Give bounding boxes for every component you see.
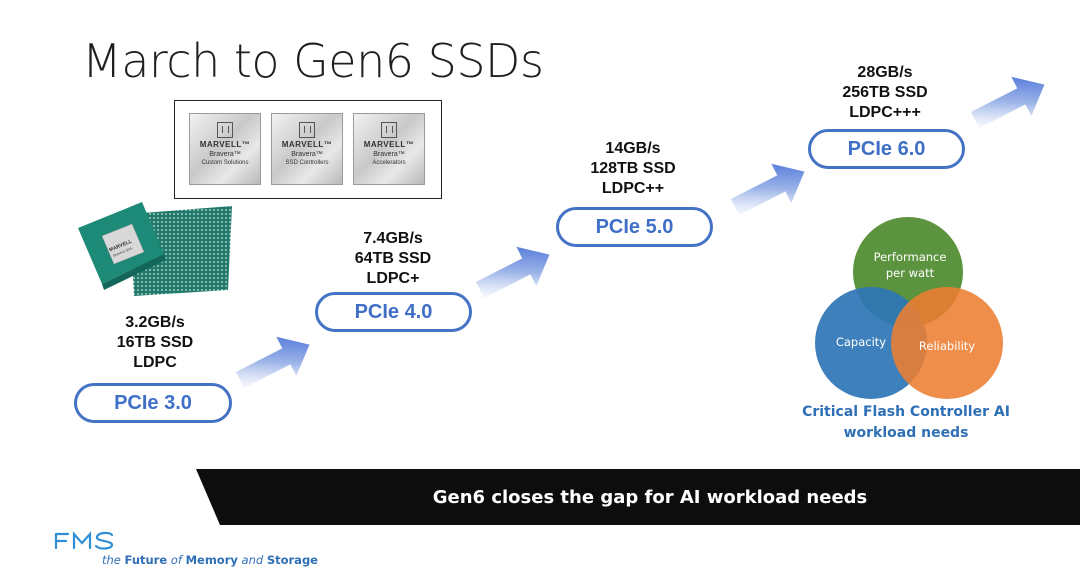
tag-future: Future xyxy=(124,553,168,567)
chip-line: SSD Controllers xyxy=(285,160,329,166)
fms-logo-icon xyxy=(54,531,114,550)
venn-label-performance: Performance per watt xyxy=(873,250,947,280)
marvell-logo-icon xyxy=(217,122,233,138)
gen6-capacity: 256TB SSD xyxy=(842,84,928,101)
chip-ssd-controllers: MARVELL™ Bravera™ SSD Controllers xyxy=(271,113,343,185)
gen5-ecc: LDPC++ xyxy=(601,180,665,197)
gen5-speed: 14GB/s xyxy=(605,140,661,157)
venn-caption-line2: workload needs xyxy=(843,425,969,441)
chip-brand: MARVELL™ xyxy=(363,140,415,149)
chip-product: Bravera™ xyxy=(209,151,241,158)
arrow-3 xyxy=(730,163,805,216)
gen6-specs: 28GB/s 256TB SSD LDPC+++ xyxy=(810,63,960,123)
chip-accelerators: MARVELL™ Bravera™ Accelerators xyxy=(353,113,425,185)
package-product-text: Bravera SC5 xyxy=(113,246,133,257)
gen3-speed: 3.2GB/s xyxy=(125,314,185,331)
chip-line: Custom Solutions xyxy=(201,160,249,166)
gen6-ecc: LDPC+++ xyxy=(849,104,921,121)
gen3-capacity: 16TB SSD xyxy=(116,334,194,351)
arrow-1 xyxy=(235,336,310,389)
venn-circle-reliability xyxy=(891,287,1003,399)
venn-label-reliability: Reliability xyxy=(918,339,976,353)
venn-caption: Critical Flash Controller AI workload ne… xyxy=(800,402,1012,444)
arrow-4 xyxy=(970,76,1045,129)
chip-brand: MARVELL™ xyxy=(281,140,333,149)
gen4-speed: 7.4GB/s xyxy=(363,230,423,247)
pill-pcie-6: PCIe 6.0 xyxy=(808,129,965,169)
chip-product-images: MARVELL™ Bravera™ Custom Solutions MARVE… xyxy=(174,100,442,199)
controller-package-image: MARVELL Bravera SC5 xyxy=(72,192,236,312)
venn-diagram xyxy=(815,217,1003,399)
gen4-capacity: 64TB SSD xyxy=(354,250,432,267)
venn-label-capacity: Capacity xyxy=(835,335,887,349)
gen4-specs: 7.4GB/s 64TB SSD LDPC+ xyxy=(318,229,468,289)
gen5-specs: 14GB/s 128TB SSD LDPC++ xyxy=(558,139,708,199)
tag-storage: Storage xyxy=(266,553,318,567)
tag-memory: Memory xyxy=(185,553,238,567)
arrow-2 xyxy=(475,246,550,299)
slide-title: March to Gen6 SSDs xyxy=(82,34,544,88)
fms-tagline: the Future of Memory and Storage xyxy=(102,553,318,567)
marvell-logo-icon xyxy=(381,122,397,138)
gen5-capacity: 128TB SSD xyxy=(590,160,676,177)
pill-pcie-5: PCIe 5.0 xyxy=(556,207,713,247)
chip-custom-solutions: MARVELL™ Bravera™ Custom Solutions xyxy=(189,113,261,185)
tag-and: and xyxy=(241,553,264,567)
chip-product: Bravera™ xyxy=(373,151,405,158)
pill-pcie-3: PCIe 3.0 xyxy=(74,383,232,423)
gen3-specs: 3.2GB/s 16TB SSD LDPC xyxy=(80,313,230,373)
chip-product: Bravera™ xyxy=(291,151,323,158)
tag-of: of xyxy=(170,553,182,567)
gen6-speed: 28GB/s xyxy=(857,64,913,81)
banner-background xyxy=(196,469,1080,525)
banner-text: Gen6 closes the gap for AI workload need… xyxy=(432,486,868,508)
chip-brand: MARVELL™ xyxy=(199,140,251,149)
pill-pcie-4: PCIe 4.0 xyxy=(315,292,472,332)
venn-caption-line1: Critical Flash Controller AI xyxy=(802,404,1010,420)
gen4-ecc: LDPC+ xyxy=(366,270,420,287)
chip-line: Accelerators xyxy=(372,160,406,166)
marvell-logo-icon xyxy=(299,122,315,138)
gen3-ecc: LDPC xyxy=(133,354,177,371)
tag-the: the xyxy=(102,553,121,567)
